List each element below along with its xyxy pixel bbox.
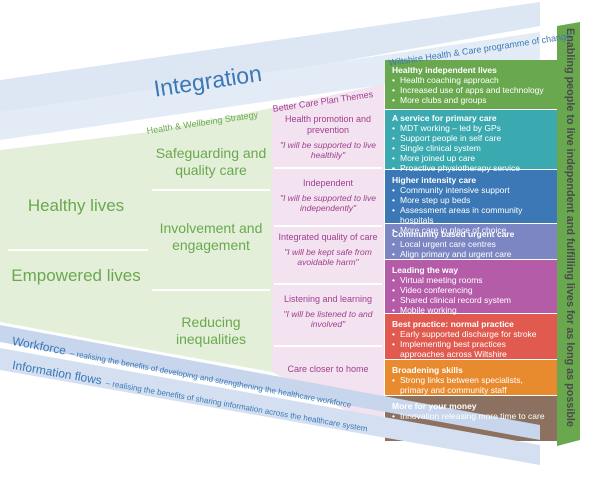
outcome-healthy-independent: Healthy independent lives Health coachin… — [387, 62, 557, 110]
outcome-item: Align primary and urgent care — [392, 249, 552, 259]
bcp-theme-title: Care closer to home — [287, 364, 369, 374]
theme-reducing-inequalities: Reducing inequalities — [175, 314, 247, 347]
right-banner-bg — [557, 22, 580, 446]
outcome-item: Proactive physiotherapy service — [392, 163, 552, 173]
theme-involvement: Involvement and engagement — [159, 220, 263, 253]
bcp-theme-quote: "I will be supported to live healthily" — [279, 140, 377, 160]
outcome-higher-intensity: Higher intensity care Community intensiv… — [387, 172, 557, 235]
left-column-bg — [0, 132, 150, 350]
outcome-more-for-money: More for your money Innovation releasing… — [387, 398, 557, 438]
bcp-theme-listening: Listening and learning "I will be listen… — [278, 294, 378, 329]
outcome-item: More clubs and groups — [392, 95, 552, 105]
bcp-theme-independent: Independent "I will be supported to live… — [278, 178, 378, 213]
theme-safeguarding: Safeguarding and quality care — [155, 145, 267, 178]
bcp-theme-quote: "I will be listened to and involved" — [283, 309, 373, 329]
bcp-theme-title: Listening and learning — [283, 294, 373, 304]
theme-healthy-lives: Healthy lives — [27, 196, 125, 215]
outcome-item: Implementing best practices approaches a… — [392, 339, 552, 359]
middle-column-bg — [150, 108, 272, 372]
bcp-theme-quote: "I will be supported to live independent… — [279, 193, 377, 213]
theme-empowered-lives: Empowered lives — [11, 266, 141, 285]
themes-column-bg — [272, 84, 384, 430]
bcp-theme-care-closer: Care closer to home — [278, 364, 378, 375]
outcome-item: Local urgent care centres — [392, 239, 552, 249]
outcome-item: Mobile working — [392, 305, 552, 315]
outcome-title: Community based urgent care — [392, 229, 515, 239]
outcome-item: MDT working – led by GPs — [392, 123, 552, 133]
outcome-title: Higher intensity care — [392, 175, 477, 185]
outcome-title: A service for primary care — [392, 113, 497, 123]
outcome-leading-the-way: Leading the way Virtual meeting roomsVid… — [387, 262, 557, 315]
bcp-theme-title: Integrated quality of care — [278, 232, 378, 242]
outcome-item: Single clinical system — [392, 143, 552, 153]
outcome-title: Leading the way — [392, 265, 459, 275]
outcome-item: Assessment areas in community hospitals — [392, 205, 552, 225]
outcome-primary-care: A service for primary care MDT working –… — [387, 110, 557, 173]
integration-band — [0, 32, 540, 140]
outcome-best-practice: Best practice: normal practice Early sup… — [387, 316, 557, 360]
outcome-item: Strong links between specialists, primar… — [392, 375, 552, 395]
outcome-item: More joined up care — [392, 153, 552, 163]
bcp-theme-integrated: Integrated quality of care "I will be ke… — [278, 232, 378, 267]
outcome-item: Community intensive support — [392, 185, 552, 195]
right-banner-text: Enabling people to live independent and … — [564, 28, 576, 427]
outcome-item: Early supported discharge for stroke — [392, 329, 552, 339]
outcome-item: Video conferencing — [392, 285, 552, 295]
outcome-item: More care in place of choice — [392, 225, 552, 235]
outcome-title: Broadening skills — [392, 365, 463, 375]
outcome-item: Virtual meeting rooms — [392, 275, 552, 285]
outcome-item: Support people in self care — [392, 133, 552, 143]
outcome-title: Best practice: normal practice — [392, 319, 514, 329]
outcome-item: Increased use of apps and technology — [392, 85, 552, 95]
outcome-item: Health coaching approach — [392, 75, 552, 85]
bcp-theme-quote: "I will be kept safe from avoidable harm… — [284, 247, 372, 267]
information-band — [0, 348, 540, 465]
outcome-item: Shared clinical record system — [392, 295, 552, 305]
bcp-theme-health-promotion: Health promotion and prevention "I will … — [278, 114, 378, 160]
outcome-urgent-care: Community based urgent care Local urgent… — [387, 226, 557, 260]
outcome-title: Healthy independent lives — [392, 65, 497, 75]
outcome-title: More for your money — [392, 401, 477, 411]
outcome-item: More step up beds — [392, 195, 552, 205]
bcp-theme-title: Health promotion and prevention — [284, 114, 372, 135]
outcome-item: Innovation releasing more time to care — [392, 411, 552, 421]
bcp-theme-title: Independent — [302, 178, 354, 188]
outcome-broadening-skills: Broadening skills Strong links between s… — [387, 362, 557, 396]
